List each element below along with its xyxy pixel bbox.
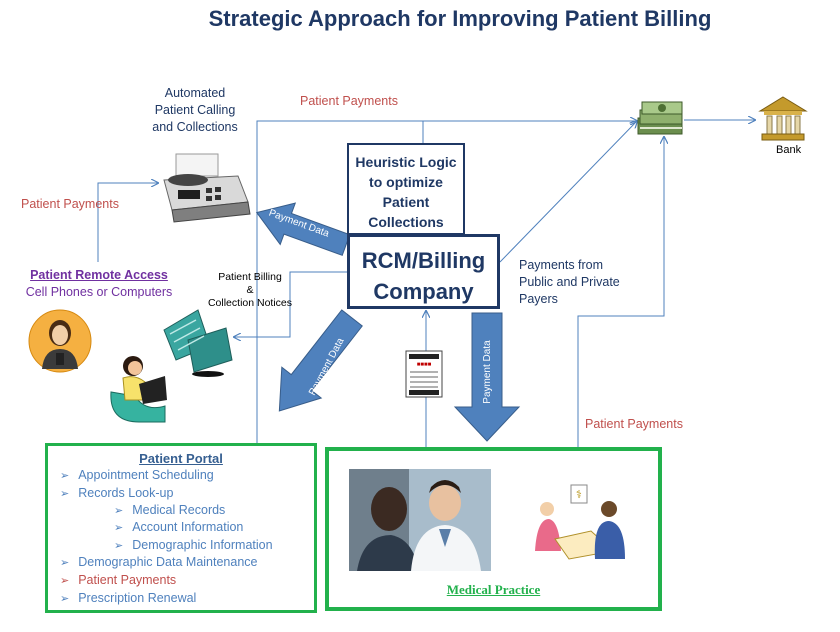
- svg-text:■■■■: ■■■■: [417, 362, 432, 368]
- notices-icon: [163, 309, 233, 377]
- bank-label: Bank: [776, 144, 802, 156]
- remote-access-block: Patient Remote Access Cell Phones or Com…: [14, 268, 184, 299]
- page-title: Strategic Approach for Improving Patient…: [208, 6, 712, 31]
- portal-item-demographic-maint[interactable]: ➢Demographic Data Maintenance: [60, 555, 258, 569]
- patient-portal-box: Patient Portal ➢Appointment Scheduling ➢…: [45, 443, 317, 613]
- patient-payments-left-label: Patient Payments: [21, 197, 119, 211]
- portal-item-appointment[interactable]: ➢Appointment Scheduling: [60, 468, 214, 482]
- remote-access-title: Patient Remote Access: [30, 268, 168, 282]
- payment-data-arrow-to-portal: [278, 309, 363, 412]
- patient-payments-top-label: Patient Payments: [300, 94, 398, 108]
- portal-item-prescription[interactable]: ➢Prescription Renewal: [60, 591, 197, 605]
- medical-practice-label: Medical Practice: [446, 582, 541, 597]
- money-stack-icon: [637, 101, 683, 135]
- woman-laptop-icon: [110, 356, 167, 423]
- portal-item-demographic-info[interactable]: ➢Demographic Information: [114, 538, 273, 552]
- doctor-photo: [349, 469, 491, 571]
- portal-item-account[interactable]: ➢Account Information: [114, 520, 244, 534]
- portal-item-medical-records[interactable]: ➢Medical Records: [114, 503, 226, 517]
- payment-data-arrow-to-practice: [453, 312, 521, 442]
- portal-item-payments[interactable]: ➢Patient Payments: [60, 573, 177, 587]
- portal-title: Patient Portal: [139, 451, 223, 466]
- portal-item-records[interactable]: ➢Records Look-up: [60, 486, 174, 500]
- payment-data-label-practice: Payment Data: [482, 340, 493, 404]
- patient-payments-right-label: Patient Payments: [585, 417, 683, 431]
- payment-data-arrow-to-fax: [255, 202, 351, 256]
- remote-access-sub: Cell Phones or Computers: [25, 285, 173, 299]
- svg-text:⚕: ⚕: [576, 488, 582, 501]
- clinic-clipart: ⚕: [535, 484, 625, 560]
- medical-practice-box: ⚕ Medical Practice: [325, 447, 662, 611]
- fax-machine-icon: [163, 153, 251, 223]
- bank-icon: [758, 96, 808, 141]
- patient-avatar-icon: [28, 309, 92, 373]
- billing-notices-label: Patient Billing&Collection Notices: [207, 271, 293, 309]
- invoice-icon: ■■■■: [405, 350, 443, 398]
